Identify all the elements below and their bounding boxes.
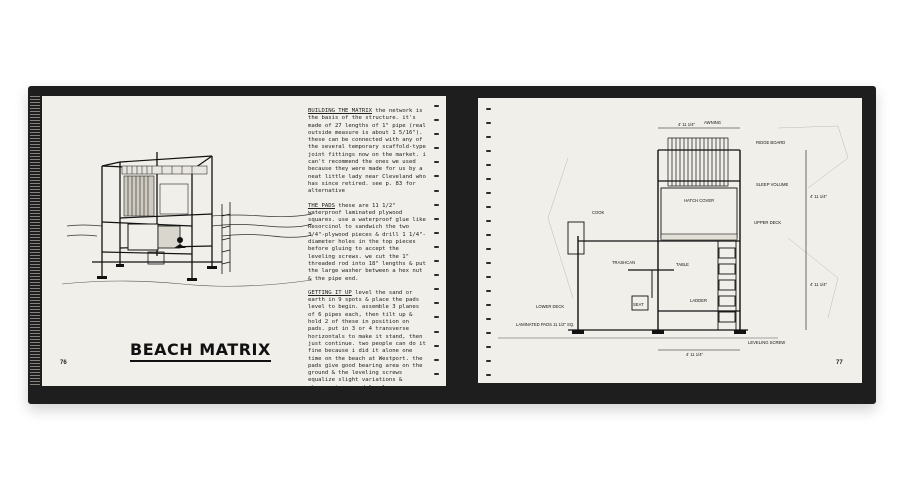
label-awning: AWNING [704, 120, 721, 125]
paragraph: THE PADS these are 11 1/2" waterproof la… [308, 203, 428, 283]
label-sleep-volume: SLEEP VOLUME [756, 182, 788, 187]
previous-page-edge [30, 96, 40, 386]
page-title: BEACH MATRIX [130, 340, 271, 362]
paragraph-heading: BUILDING THE MATRIX [308, 108, 372, 114]
label-dim-top: 4' 11 1/4" [678, 122, 696, 127]
paragraph-heading: GETTING IT UP [308, 289, 352, 296]
label-laminated-pads: LAMINATED PADS 11 1/2" SQ. [516, 322, 574, 327]
paragraph: BUILDING THE MATRIX the network is the b… [308, 108, 428, 196]
paragraph-heading: THE PADS [308, 202, 335, 209]
label-seat: SEAT [633, 302, 644, 307]
label-hatch-cover: HATCH COVER [684, 198, 714, 203]
beach-matrix-sketch [62, 152, 312, 287]
label-trashcan: TRASHCAN [612, 260, 635, 265]
label-ridge-board: RIDGE BOARD [756, 140, 785, 145]
label-dim-bottom: 4' 11 1/4" [686, 352, 704, 357]
page-number-right: 77 [836, 360, 843, 366]
label-cook: COOK [592, 210, 605, 215]
page-number-left: 76 [60, 360, 67, 366]
binding-holes-right [486, 108, 492, 376]
binding-holes-left [434, 105, 440, 375]
label-upper-deck: UPPER DECK [754, 220, 781, 225]
body-text-column: BUILDING THE MATRIX the network is the b… [308, 108, 428, 399]
label-leveling-screw: LEVELING SCREW [748, 340, 785, 345]
paragraph-body: the network is the basis of the structur… [308, 108, 426, 195]
paragraph-body: level the sand or earth in 9 spots & pla… [308, 289, 426, 391]
paragraph-body: these are 11 1/2" waterproof laminated p… [308, 202, 426, 282]
label-dim-upper: 4' 11 1/4" [810, 194, 828, 199]
section-drawing: 4' 11 1/4" AWNING RIDGE BOARD SLEEP VOLU… [498, 120, 849, 357]
paragraph: GETTING IT UP level the sand or earth in… [308, 290, 428, 392]
label-dim-lower: 4' 11 1/4" [810, 282, 828, 287]
label-lower-deck: LOWER DECK [536, 304, 564, 309]
label-ladder: LADDER [690, 298, 707, 303]
left-page: BUILDING THE MATRIX the network is the b… [42, 96, 446, 391]
label-table: TABLE [676, 262, 689, 267]
right-page: 4' 11 1/4" AWNING RIDGE BOARD SLEEP VOLU… [478, 98, 862, 383]
